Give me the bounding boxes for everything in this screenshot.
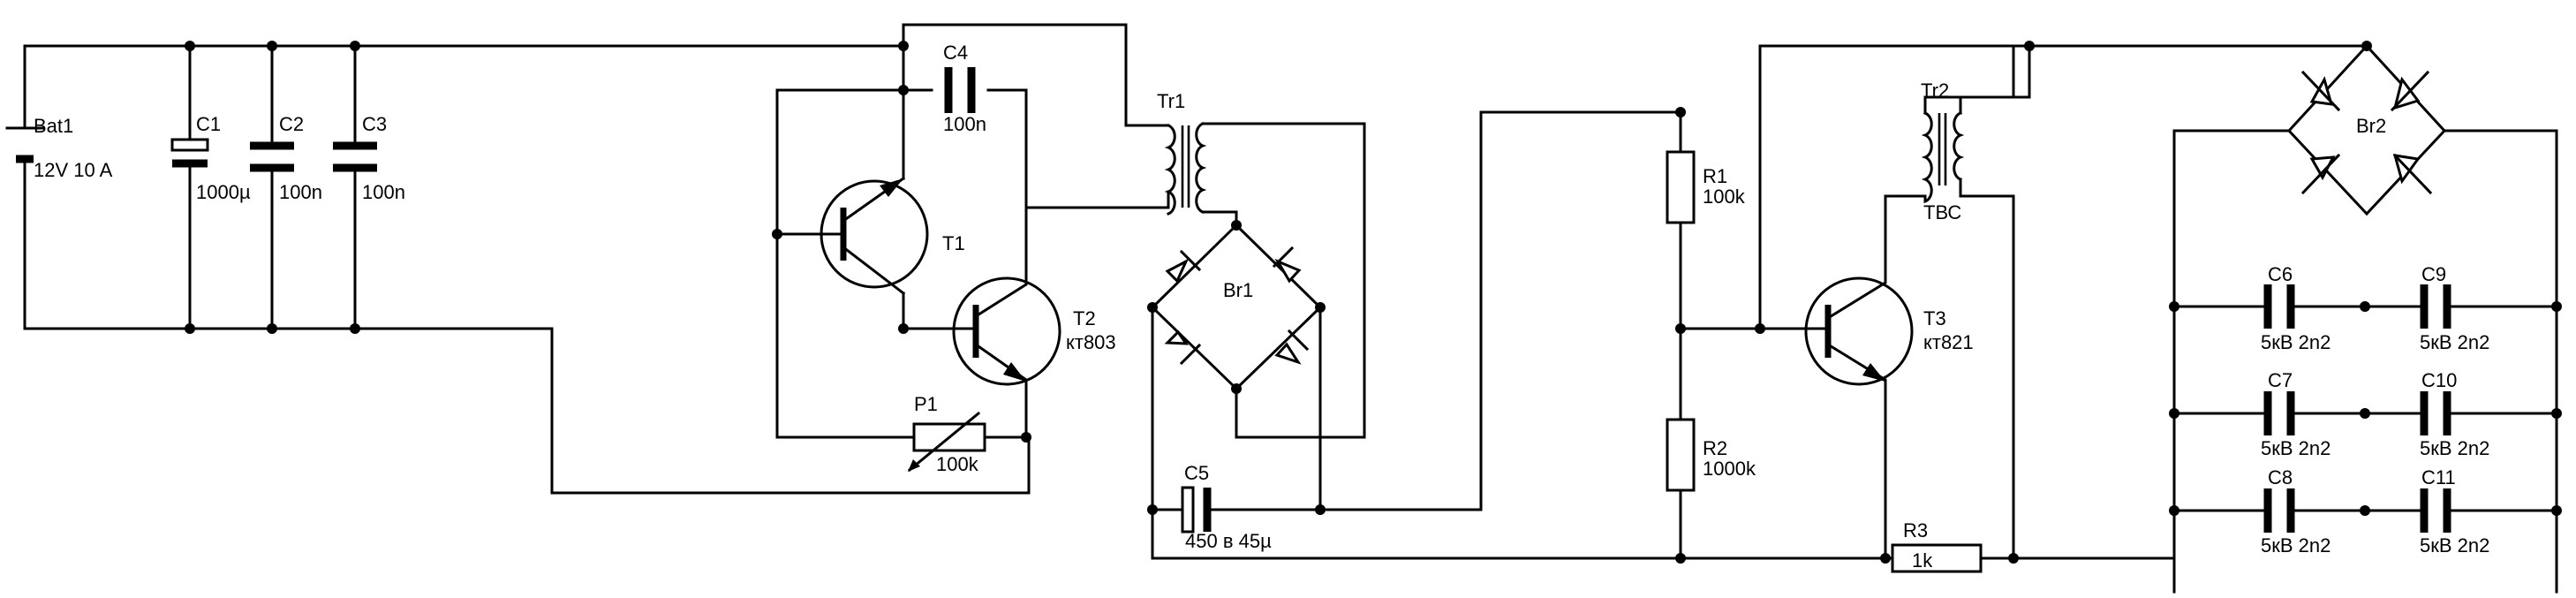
p1-ref: P1	[914, 393, 938, 415]
transistor-t2: T2 кт803	[952, 206, 1116, 386]
bat1-value: 12V 10 A	[34, 159, 113, 181]
c2-value: 100n	[279, 181, 322, 203]
capacitor-c5: C5 450 в 45µ	[1151, 110, 1894, 560]
capacitor-c4: C4 100n	[943, 42, 986, 135]
tr1-ref: Tr1	[1157, 90, 1185, 112]
c3-ref: C3	[362, 113, 387, 135]
p1-value: 100k	[936, 453, 979, 475]
c11-value: 5кВ 2n2	[2420, 534, 2489, 556]
capacitor-c7: C7 5кВ 2n2	[2172, 369, 2367, 459]
bridge-br1: Br1	[1150, 223, 1323, 391]
c5-value: 450 в 45µ	[1185, 530, 1272, 552]
c6-ref: C6	[2268, 263, 2293, 285]
potentiometer-p1: P1 100k	[907, 393, 986, 475]
transformer-tr1: Tr1	[1157, 90, 1366, 439]
c8-value: 5кВ 2n2	[2261, 534, 2330, 556]
t2-ref: T2	[1073, 307, 1096, 329]
junction-dots	[185, 41, 2562, 564]
t2-value: кт803	[1066, 331, 1116, 353]
t3-ref: T3	[1923, 307, 1946, 329]
tr2-value: ТВС	[1923, 201, 1961, 223]
c9-value: 5кВ 2n2	[2420, 331, 2489, 353]
bat1-ref: Bat1	[34, 115, 73, 137]
transistor-t3: T3 кт821	[1679, 44, 2031, 560]
c7-ref: C7	[2268, 369, 2293, 391]
r1-value: 100k	[1703, 185, 1746, 208]
br1-ref: Br1	[1223, 279, 1253, 301]
transistor-t1: T1	[820, 176, 965, 296]
c5-ref: C5	[1184, 462, 1209, 484]
capacitor-c3: C3 100n	[333, 44, 405, 330]
capacitor-c6: C6 5кВ 2n2	[2172, 263, 2367, 353]
c4-value: 100n	[943, 113, 986, 135]
c11-ref: C11	[2421, 466, 2456, 488]
r3-ref: R3	[1903, 519, 1928, 541]
capacitor-c2: C2 100n	[250, 44, 322, 330]
r2-ref: R2	[1703, 437, 1727, 459]
battery-bat1: Bat1 12V 10 A	[5, 44, 905, 330]
resistor-r1: R1 100k	[1666, 110, 1746, 560]
capacitor-c10: C10 5кВ 2n2	[2363, 369, 2558, 459]
r3-value: 1k	[1912, 549, 1933, 572]
capacitor-c8: C8 5кВ 2n2	[2172, 466, 2367, 556]
r1-ref: R1	[1703, 165, 1727, 187]
t3-value: кт821	[1923, 331, 1974, 353]
br2-ref: Br2	[2356, 115, 2386, 137]
r2-value: 1000k	[1703, 458, 1756, 480]
c4-ref: C4	[943, 42, 968, 64]
c7-value: 5кВ 2n2	[2261, 437, 2330, 459]
resistor-r3: R3 1k	[1891, 519, 2176, 573]
c2-ref: C2	[279, 113, 304, 135]
capacitor-c11: C11 5кВ 2n2	[2363, 466, 2558, 556]
c3-value: 100n	[362, 181, 405, 203]
c10-ref: C10	[2421, 369, 2457, 391]
c10-value: 5кВ 2n2	[2420, 437, 2489, 459]
c6-value: 5кВ 2n2	[2261, 331, 2330, 353]
transformer-tr2: Tr2 ТВС	[1921, 44, 2031, 560]
capacitor-c1: C1 1000µ	[170, 44, 251, 330]
t1-ref: T1	[942, 232, 965, 254]
c9-ref: C9	[2421, 263, 2446, 285]
c1-ref: C1	[196, 113, 221, 135]
tr2-ref: Tr2	[1921, 79, 1949, 102]
resistor-r2: R2 1000k	[1666, 418, 1756, 492]
bridge-br2: Br2	[2028, 43, 2558, 594]
c8-ref: C8	[2268, 466, 2293, 488]
c1-value: 1000µ	[196, 181, 251, 203]
capacitor-c9: C9 5кВ 2n2	[2363, 263, 2558, 353]
